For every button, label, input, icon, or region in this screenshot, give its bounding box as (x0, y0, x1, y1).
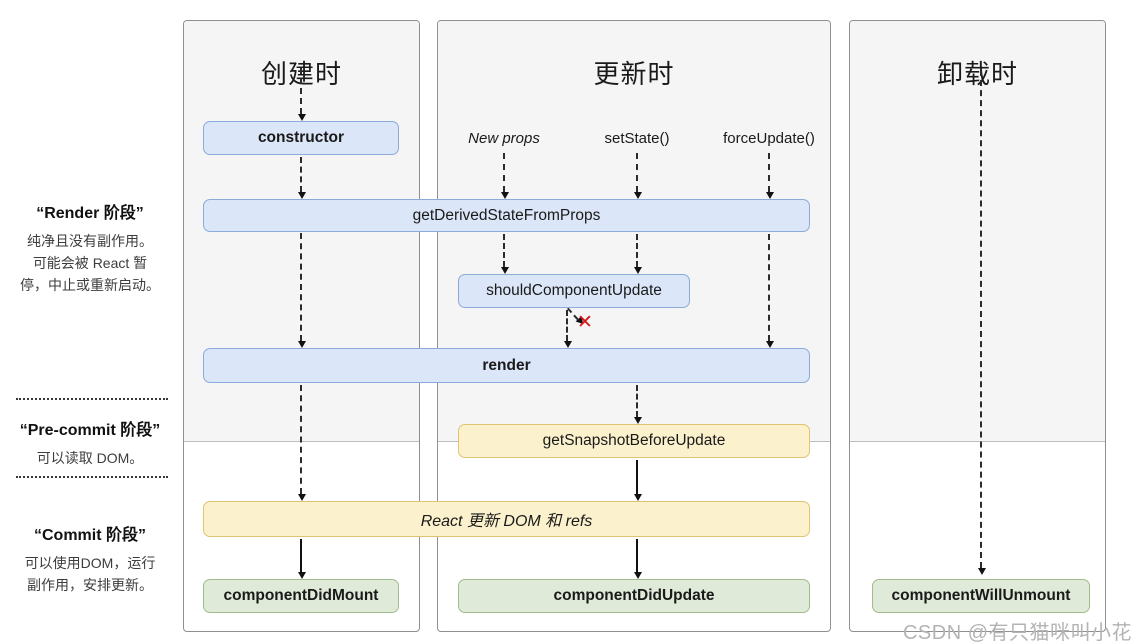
phase-render-line: 停，中止或重新启动。 (20, 277, 160, 293)
trigger-force-update: forceUpdate() (723, 130, 815, 147)
panel-updating: 更新时 (437, 20, 831, 632)
trigger-new-props: New props (468, 130, 540, 147)
arrow-forceupdate-to-render (766, 234, 774, 348)
node-render: render (203, 348, 810, 383)
arrow-getderivedstate-to-shouldupdate (501, 234, 509, 274)
node-react-updates-dom: React 更新 DOM 和 refs (203, 501, 810, 537)
arrow-forceupdate-to-getderivedstate (766, 153, 774, 199)
arrow-render-to-getsnapshot (634, 385, 642, 424)
arrow-reactupdates-to-didmount (298, 539, 306, 579)
phase-render-description: “Render 阶段” 纯净且没有副作用。 可能会被 React 暂 停，中止或… (0, 199, 180, 296)
render-phase-zone (850, 21, 1105, 442)
panel-updating-title: 更新时 (593, 59, 675, 89)
phase-precommit-line: 可以读取 DOM。 (36, 450, 144, 466)
phase-commit-line: 可以使用DOM，运行 (24, 555, 156, 571)
arrow-unmount-to-willunmount (978, 70, 986, 575)
arrow-getsnapshot-to-reactupdates (634, 460, 642, 501)
arrow-getderivedstate-to-shouldupdate (634, 234, 642, 274)
arrow-reactupdates-to-didupdate (634, 539, 642, 579)
phase-commit-description: “Commit 阶段” 可以使用DOM，运行 副作用，安排更新。 (0, 521, 180, 596)
arrow-mount-to-constructor (298, 68, 306, 121)
phase-precommit-description: “Pre-commit 阶段” 可以读取 DOM。 (0, 416, 180, 469)
arrow-setstate-to-getderivedstate (634, 153, 642, 199)
panel-unmounting: 卸载时 (849, 20, 1106, 632)
node-constructor: constructor (203, 121, 399, 155)
arrow-render-to-reactupdates (298, 385, 306, 501)
node-componentwillunmount: componentWillUnmount (872, 579, 1090, 613)
phase-render-line: 纯净且没有副作用。 (27, 233, 153, 249)
phase-commit-title: “Commit 阶段” (33, 527, 146, 544)
arrow-constructor-to-getderivedstate (298, 157, 306, 199)
arrow-newprops-to-getderivedstate (501, 153, 509, 199)
cancel-cross-icon: ✕ (577, 312, 593, 333)
phase-precommit-title: “Pre-commit 阶段” (19, 422, 161, 439)
arrow-getderivedstate-to-render (298, 233, 306, 348)
phase-commit-line: 副作用，安排更新。 (27, 577, 153, 593)
arrow-shouldupdate-to-render (564, 310, 572, 348)
node-componentdidupdate: componentDidUpdate (458, 579, 810, 613)
phase-render-line: 可能会被 React 暂 (32, 255, 148, 271)
node-componentdidmount: componentDidMount (203, 579, 399, 613)
phase-render-title: “Render 阶段” (36, 205, 144, 222)
phase-separator (16, 476, 168, 478)
node-getderivedstatefromprops: getDerivedStateFromProps (203, 199, 810, 232)
node-getsnapshotbeforeupdate: getSnapshotBeforeUpdate (458, 424, 810, 458)
node-shouldcomponentupdate: shouldComponentUpdate (458, 274, 690, 308)
phase-separator (16, 398, 168, 400)
csdn-watermark: CSDN @有只猫咪叫小花 (902, 622, 1132, 644)
panel-unmounting-title: 卸载时 (936, 59, 1018, 89)
trigger-set-state: setState() (604, 130, 670, 147)
